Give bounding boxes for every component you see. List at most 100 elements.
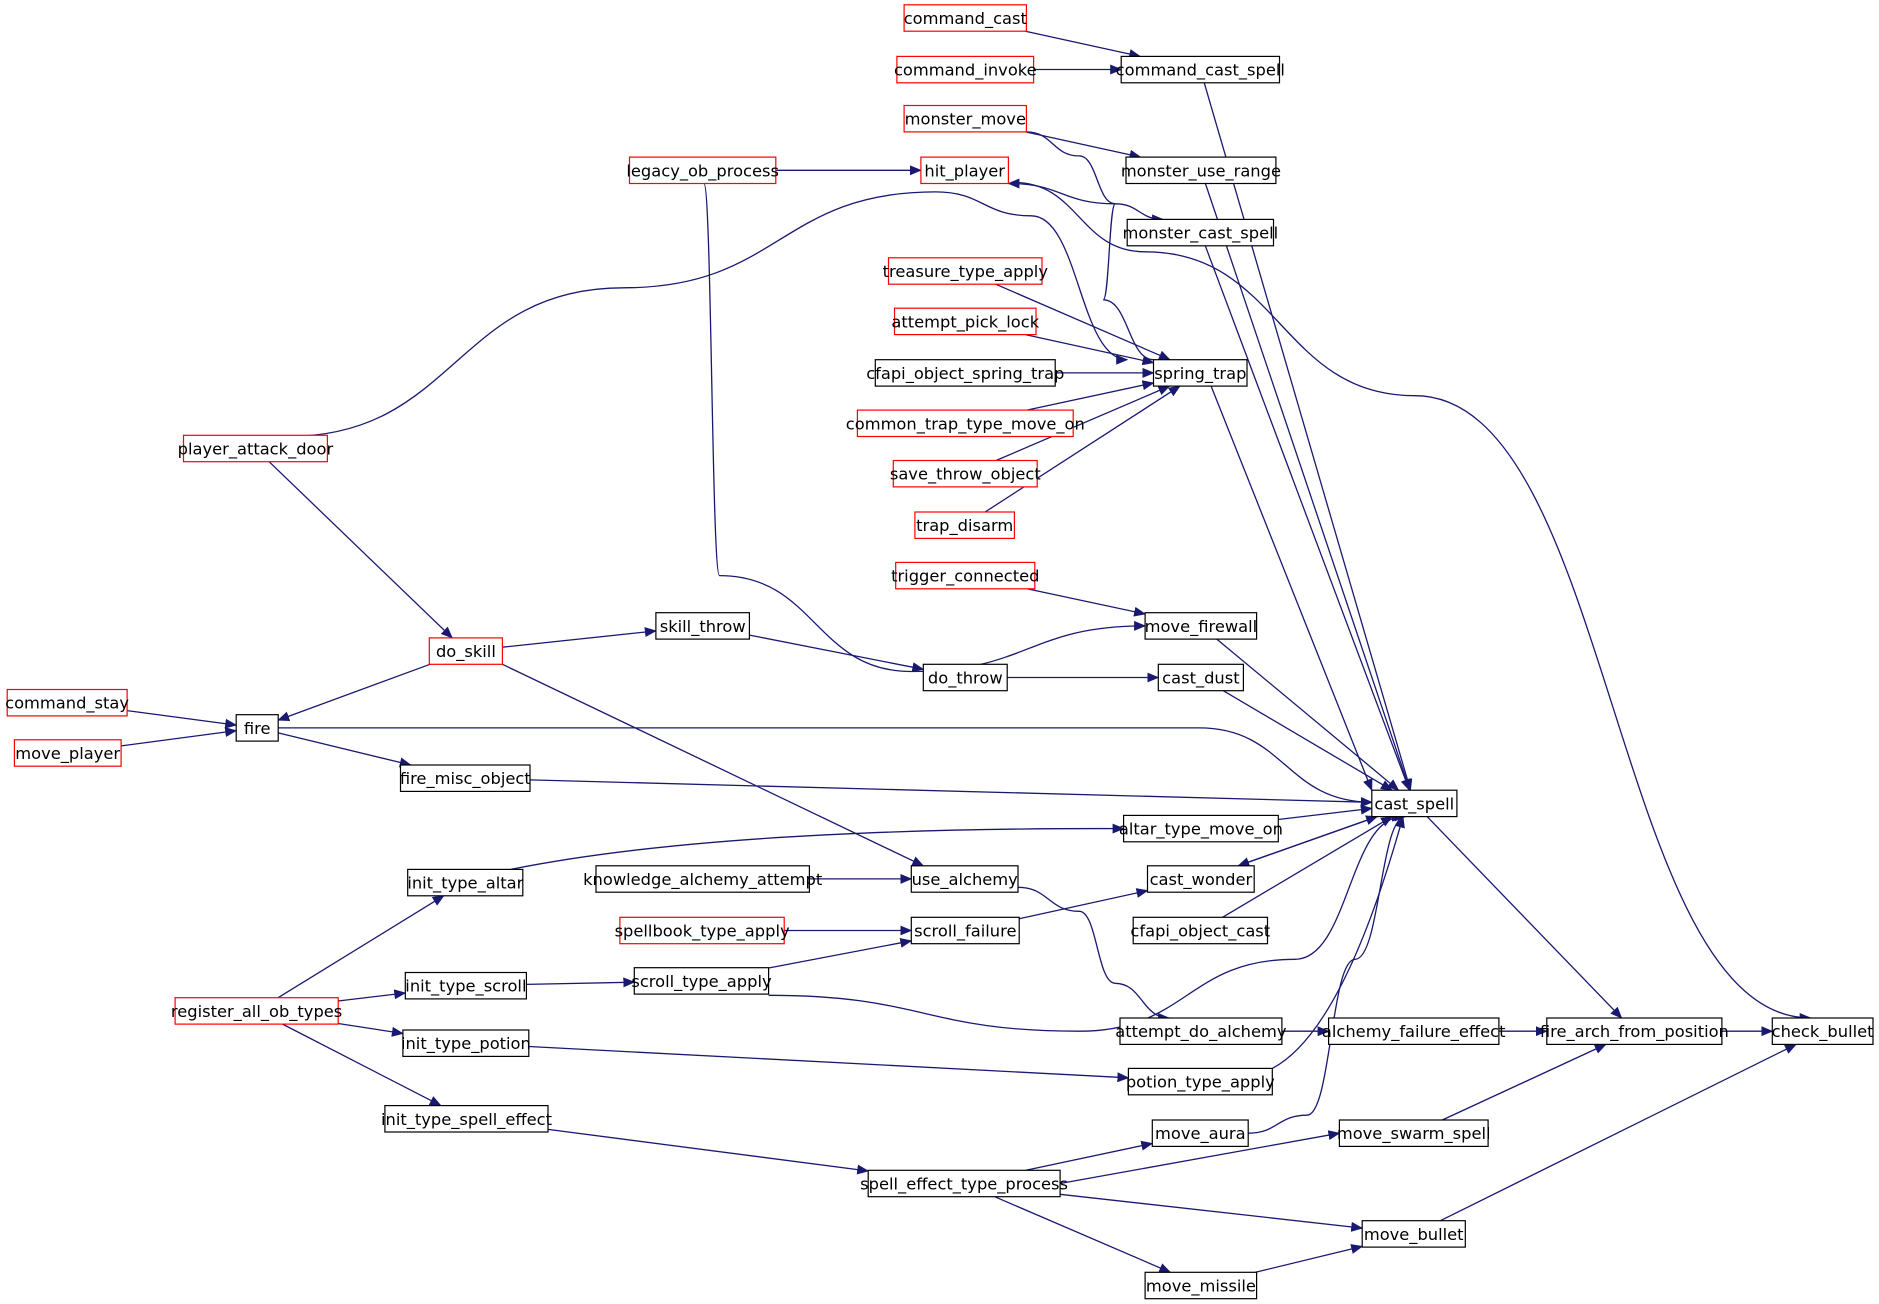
node-move_bullet[interactable]: move_bullet xyxy=(1361,1220,1466,1248)
node-label: cast_dust xyxy=(1162,669,1239,689)
node-monster_use_range[interactable]: monster_use_range xyxy=(1121,156,1281,185)
node-common_trap_type_move_on[interactable]: common_trap_type_move_on xyxy=(846,409,1085,438)
node-box xyxy=(1152,359,1248,387)
edge-skill_throw-to-do_throw xyxy=(749,634,925,673)
node-monster_move[interactable]: monster_move xyxy=(903,104,1027,133)
edge-layer xyxy=(121,30,1812,1273)
edge-register_all_ob_types-to-init_type_scroll xyxy=(338,989,407,1002)
edge-altar_type_move_on-to-cast_spell xyxy=(1278,804,1373,821)
node-spring_trap[interactable]: spring_trap xyxy=(1152,359,1248,387)
edge-monster_use_range-to-cast_spell xyxy=(1204,183,1412,792)
node-spell_effect_type_process[interactable]: spell_effect_type_process xyxy=(860,1169,1068,1198)
node-scroll_type_apply[interactable]: scroll_type_apply xyxy=(631,967,772,995)
edge-common_trap_type_move_on-to-spring_trap xyxy=(1026,380,1155,411)
node-monster_cast_spell[interactable]: monster_cast_spell xyxy=(1122,218,1278,247)
node-cast_wonder[interactable]: cast_wonder xyxy=(1146,865,1255,893)
node-treasure_type_apply[interactable]: treasure_type_apply xyxy=(883,257,1049,285)
node-label: cfapi_object_cast xyxy=(1130,922,1270,942)
node-altar_type_move_on[interactable]: altar_type_move_on xyxy=(1119,814,1283,843)
node-label: init_type_spell_effect xyxy=(381,1110,552,1130)
node-scroll_failure[interactable]: scroll_failure xyxy=(910,916,1020,945)
node-box xyxy=(1127,1067,1273,1096)
node-attempt_pick_lock[interactable]: attempt_pick_lock xyxy=(891,307,1040,336)
node-box xyxy=(867,1169,1061,1198)
node-box xyxy=(1338,1119,1489,1147)
node-label: attempt_do_alchemy xyxy=(1115,1022,1287,1042)
node-command_cast[interactable]: command_cast xyxy=(903,4,1027,32)
node-box xyxy=(1125,156,1277,185)
edge-command_stay-to-fire xyxy=(127,709,238,729)
node-hit_player[interactable]: hit_player xyxy=(920,156,1010,185)
node-box xyxy=(655,612,751,640)
node-init_type_spell_effect[interactable]: init_type_spell_effect xyxy=(381,1104,552,1133)
node-init_type_potion[interactable]: init_type_potion xyxy=(401,1029,531,1057)
edge-cfapi_object_cast-to-cast_spell xyxy=(1222,816,1393,918)
node-box xyxy=(1126,218,1275,247)
node-box xyxy=(235,714,279,742)
node-box xyxy=(619,916,785,945)
node-use_alchemy[interactable]: use_alchemy xyxy=(910,865,1019,893)
node-move_firewall[interactable]: move_firewall xyxy=(1144,612,1258,640)
node-cfapi_object_spring_trap[interactable]: cfapi_object_spring_trap xyxy=(866,359,1064,387)
node-box xyxy=(182,434,328,463)
node-cast_spell[interactable]: cast_spell xyxy=(1371,789,1458,818)
node-init_type_scroll[interactable]: init_type_scroll xyxy=(404,971,527,1000)
node-label: command_stay xyxy=(5,694,129,714)
edge-save_throw_object-to-spring_trap xyxy=(995,385,1171,462)
node-label: alchemy_failure_effect xyxy=(1322,1022,1506,1042)
edge-scroll_type_apply-to-cast_spell xyxy=(768,811,1404,1032)
node-cast_dust[interactable]: cast_dust xyxy=(1157,663,1245,692)
node-box xyxy=(887,257,1043,285)
edge-spring_trap-to-cast_spell xyxy=(1210,385,1373,792)
node-fire_arch_from_position[interactable]: fire_arch_from_position xyxy=(1540,1017,1729,1045)
node-init_type_altar[interactable]: init_type_altar xyxy=(407,868,524,897)
edge-init_type_spell_effect-to-spell_effect_type_process xyxy=(547,1128,870,1175)
edge-monster_cast_spell-to-cast_spell xyxy=(1204,245,1411,792)
node-move_player[interactable]: move_player xyxy=(13,739,122,767)
node-box xyxy=(910,916,1020,945)
node-label: move_firewall xyxy=(1145,617,1258,637)
node-command_stay[interactable]: command_stay xyxy=(5,688,129,717)
node-box xyxy=(895,561,1036,590)
node-trap_disarm[interactable]: trap_disarm xyxy=(914,511,1016,539)
node-fire_misc_object[interactable]: fire_misc_object xyxy=(400,764,531,792)
node-cfapi_object_cast[interactable]: cfapi_object_cast xyxy=(1130,916,1270,945)
node-box xyxy=(1371,789,1458,818)
node-label: scroll_type_apply xyxy=(631,972,772,992)
node-box xyxy=(856,409,1074,438)
node-register_all_ob_types[interactable]: register_all_ob_types xyxy=(171,997,342,1025)
node-move_swarm_spell[interactable]: move_swarm_spell xyxy=(1337,1119,1491,1147)
node-skill_throw[interactable]: skill_throw xyxy=(655,612,751,640)
node-label: fire_arch_from_position xyxy=(1540,1022,1729,1042)
node-command_cast_spell[interactable]: command_cast_spell xyxy=(1116,55,1285,84)
node-legacy_ob_process[interactable]: legacy_ob_process xyxy=(626,156,779,185)
node-label: scroll_failure xyxy=(914,922,1016,942)
node-move_missile[interactable]: move_missile xyxy=(1144,1271,1258,1300)
node-label: move_aura xyxy=(1155,1124,1246,1144)
node-alchemy_failure_effect[interactable]: alchemy_failure_effect xyxy=(1322,1017,1506,1045)
node-save_throw_object[interactable]: save_throw_object xyxy=(890,459,1041,488)
node-knowledge_alchemy_attempt[interactable]: knowledge_alchemy_attempt xyxy=(583,865,822,893)
node-trigger_connected[interactable]: trigger_connected xyxy=(891,561,1039,590)
node-do_throw[interactable]: do_throw xyxy=(922,663,1008,692)
node-spellbook_type_apply[interactable]: spellbook_type_apply xyxy=(615,916,790,945)
node-label: command_invoke xyxy=(894,61,1037,81)
node-potion_type_apply[interactable]: potion_type_apply xyxy=(1126,1067,1275,1096)
node-move_aura[interactable]: move_aura xyxy=(1151,1119,1249,1147)
node-attempt_do_alchemy[interactable]: attempt_do_alchemy xyxy=(1115,1017,1287,1045)
edge-attempt_pick_lock-to-spring_trap xyxy=(1025,333,1155,366)
node-fire[interactable]: fire xyxy=(235,714,279,742)
edge-spring_trap-to-hit_player xyxy=(1007,178,1154,361)
node-label: do_skill xyxy=(436,642,496,662)
node-label: cast_wonder xyxy=(1150,870,1253,890)
node-command_invoke[interactable]: command_invoke xyxy=(894,55,1037,84)
node-layer: check_bulletfire_arch_from_positionmove_… xyxy=(5,4,1874,1300)
node-player_attack_door[interactable]: player_attack_door xyxy=(178,434,334,463)
node-box xyxy=(1120,55,1281,84)
edge-monster_move-to-monster_cast_spell xyxy=(1026,131,1165,225)
node-label: fire xyxy=(244,719,271,738)
node-label: trigger_connected xyxy=(891,567,1039,587)
node-box xyxy=(1157,663,1245,692)
node-do_skill[interactable]: do_skill xyxy=(428,637,503,665)
node-box xyxy=(1119,1017,1283,1045)
